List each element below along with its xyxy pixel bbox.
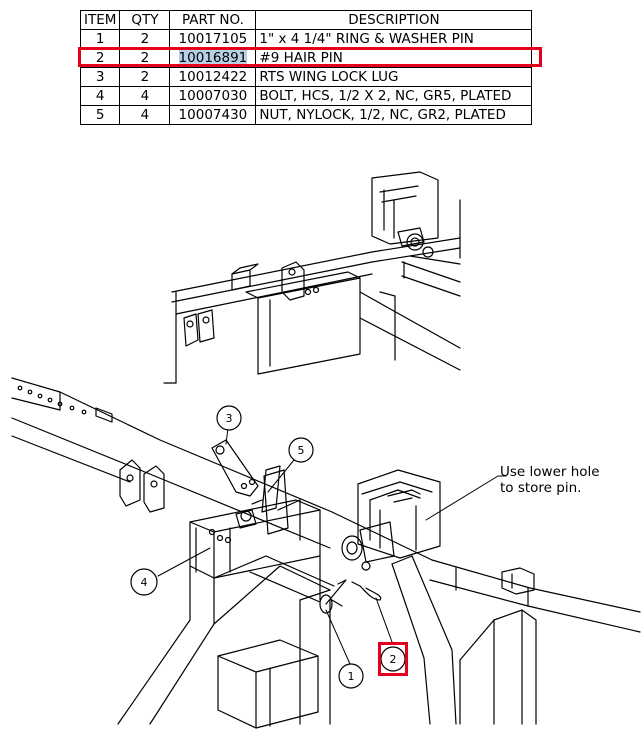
- balloon-1: 1: [338, 663, 364, 689]
- bom-part-no-selected[interactable]: 10016891: [169, 48, 257, 68]
- highlight-row-box: [78, 47, 542, 67]
- bom-header-row: ITEM QTY PART NO. DESCRIPTION: [79, 10, 533, 30]
- callouts: [157, 427, 507, 665]
- note-line-2: to store pin.: [500, 480, 582, 496]
- balloon-1-label: 1: [348, 670, 355, 683]
- balloon-3-label: 3: [226, 412, 233, 425]
- bom-part-no: 10007430: [169, 105, 257, 125]
- bom-description: 1" x 4 1/4" RING & WASHER PIN: [255, 29, 533, 49]
- balloon-4: 4: [130, 568, 158, 596]
- highlight-balloon-box: [378, 642, 408, 676]
- bom-description: NUT, NYLOCK, 1/2, NC, GR2, PLATED: [255, 105, 533, 125]
- balloon-3: 3: [216, 405, 242, 431]
- balloon-4-label: 4: [141, 576, 148, 589]
- bom-row: 3 2 10012422 RTS WING LOCK LUG: [79, 67, 533, 87]
- bom-description: BOLT, HCS, 1/2 X 2, NC, GR5, PLATED: [255, 86, 533, 106]
- bom-item: 5: [79, 105, 121, 125]
- bom-row: 4 4 10007030 BOLT, HCS, 1/2 X 2, NC, GR5…: [79, 86, 533, 106]
- balloon-5-label: 5: [298, 444, 305, 457]
- bom-part-no: 10007030: [169, 86, 257, 106]
- detail-view: [163, 171, 461, 384]
- storage-note: Use lower hole to store pin.: [500, 464, 600, 496]
- main-assembly: [11, 377, 641, 729]
- note-line-1: Use lower hole: [500, 464, 600, 480]
- selected-part-text[interactable]: 10016891: [178, 50, 248, 66]
- bom-row: 5 4 10007430 NUT, NYLOCK, 1/2, NC, GR2, …: [79, 105, 533, 125]
- balloon-5: 5: [288, 437, 314, 463]
- balloon-2-label: 2: [390, 653, 397, 666]
